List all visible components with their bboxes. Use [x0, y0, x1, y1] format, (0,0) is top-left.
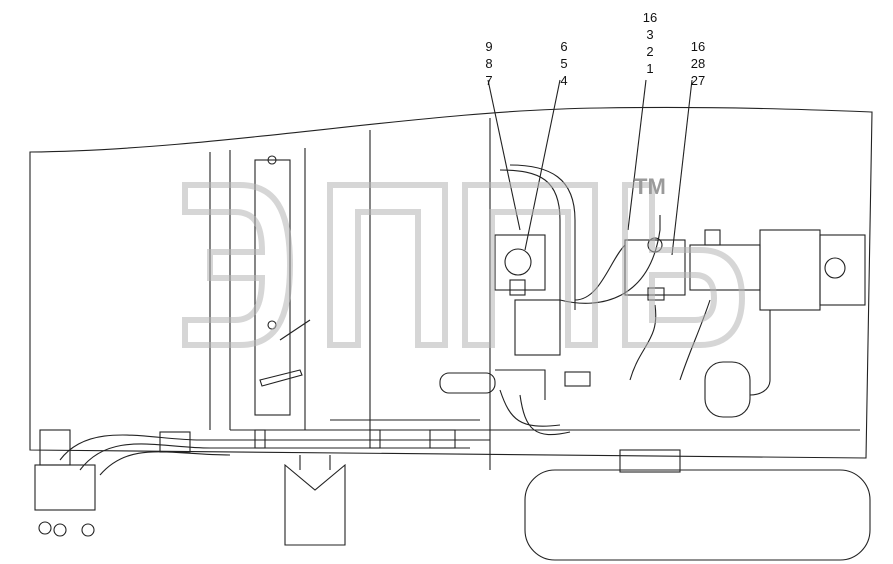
callout-number: 8: [485, 56, 493, 71]
watermark: [182, 182, 746, 348]
callout-number: 3: [646, 27, 654, 42]
callout-number: 6: [560, 39, 568, 54]
callout-number: 7: [485, 73, 493, 88]
tank-outline: [29, 106, 873, 459]
callout-number: 16: [642, 10, 658, 25]
trademark-mark: TM: [634, 174, 666, 199]
callout-column-2: 6 5 4: [552, 38, 576, 89]
callout-number: 4: [560, 73, 568, 88]
callout-number: 5: [560, 56, 568, 71]
callout-number: 16: [690, 39, 706, 54]
callout-column-1: 9 8 7: [477, 38, 501, 89]
callout-number: 9: [485, 39, 493, 54]
callout-number: 2: [646, 44, 654, 59]
callout-number: 1: [646, 61, 654, 76]
callout-number: 28: [690, 56, 706, 71]
callout-number: 27: [690, 73, 706, 88]
callout-column-4: 16 28 27: [686, 38, 710, 89]
callout-column-3: 16 3 2 1: [638, 9, 662, 77]
